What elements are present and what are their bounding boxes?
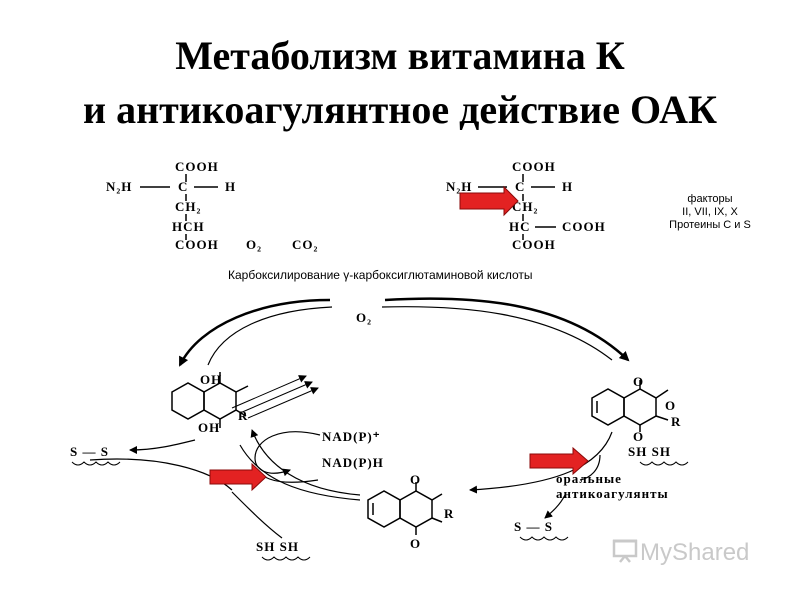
thiol-right-bracket	[639, 461, 689, 466]
thiol-left-bracket	[71, 461, 121, 466]
epoxide-o-ring: O	[665, 398, 676, 413]
gla-cooh-top: COOH	[512, 159, 556, 174]
factors-line-2: II, VII, IX, X	[682, 206, 738, 218]
coagulation-factors: факторы II, VII, IX, X Протеины С и S	[654, 193, 766, 232]
glu-nh2: N₂H	[106, 179, 132, 194]
gla-c: C	[515, 179, 525, 194]
glutamate-structure: COOH N₂H C H CH₂ HCH COOH	[106, 159, 236, 252]
vitamin-k-hydroquinone	[171, 372, 249, 428]
thiol-right-shsh: SH SH	[628, 444, 671, 459]
gla-hc: HC	[509, 219, 531, 234]
cycle-arrows	[89, 297, 630, 539]
hydroquinone-r: R	[238, 408, 248, 423]
thiol-bottom-right-bracket	[519, 536, 569, 541]
epoxide-o-top: O	[633, 374, 644, 389]
vitamin-k-quinone	[367, 482, 443, 535]
presentation-icon	[612, 537, 638, 570]
reactant-o2: O₂	[246, 237, 262, 252]
product-co2: CO₂	[292, 237, 318, 252]
glu-hch: HCH	[172, 219, 205, 234]
title-line-2: и антикоагулянтное действие ОАК	[83, 87, 717, 132]
vitamin-k-epoxide	[591, 380, 669, 432]
hydroquinone-oh-top: OH	[200, 372, 222, 387]
carboxyglutamate-structure: COOH N₂H C H CH₂ HC COOH COOH	[446, 159, 606, 252]
quinone-o-bottom: O	[410, 536, 421, 551]
glu-h: H	[225, 179, 236, 194]
thiol-left-ss: S — S	[70, 444, 109, 459]
glu-cooh-bottom: COOH	[175, 237, 219, 252]
carboxylation-label: Карбоксилирование γ-карбоксиглютаминовой…	[228, 268, 533, 282]
gla-cooh-bottom: COOH	[512, 237, 556, 252]
factors-line-1: факторы	[687, 193, 733, 205]
red-arrow-left-inhibition	[209, 462, 267, 492]
watermark-text: MyShared	[640, 538, 750, 566]
gla-nh2: N₂H	[446, 179, 472, 194]
factors-line-3: Протеины С и S	[669, 219, 751, 231]
nadp-curve	[254, 431, 321, 483]
nadp-plus: NAD(P)⁺	[322, 429, 381, 444]
hydroquinone-arrows	[231, 375, 319, 419]
thiol-bottom-bracket	[261, 556, 311, 561]
gla-ch2: CH₂	[512, 199, 538, 214]
epoxide-o-bottom: O	[633, 429, 644, 444]
nadph: NAD(P)H	[322, 455, 384, 470]
cycle-o2: O₂	[356, 310, 372, 325]
watermark: MyShared	[612, 537, 749, 570]
epoxide-r: R	[671, 414, 681, 429]
glu-c: C	[178, 179, 188, 194]
title-line-1: Метаболизм витамина К	[175, 33, 625, 78]
red-arrow-right-inhibition	[529, 446, 589, 476]
quinone-r: R	[444, 506, 454, 521]
glu-ch2: CH₂	[175, 199, 201, 214]
quinone-o-top: O	[410, 472, 421, 487]
oral-anticoagulants-line2: антикоагулянты	[556, 486, 669, 501]
red-arrow-carboxylation	[459, 185, 519, 217]
thiol-bottom-right-ss: S — S	[514, 519, 553, 534]
thiol-bottom-shsh: SH SH	[256, 539, 299, 554]
gla-cooh-side: COOH	[562, 219, 606, 234]
oral-anticoagulants-line1: оральные	[556, 471, 622, 486]
glu-cooh-top: COOH	[175, 159, 219, 174]
gla-h: H	[562, 179, 573, 194]
hydroquinone-oh-bottom: OH	[198, 420, 220, 435]
